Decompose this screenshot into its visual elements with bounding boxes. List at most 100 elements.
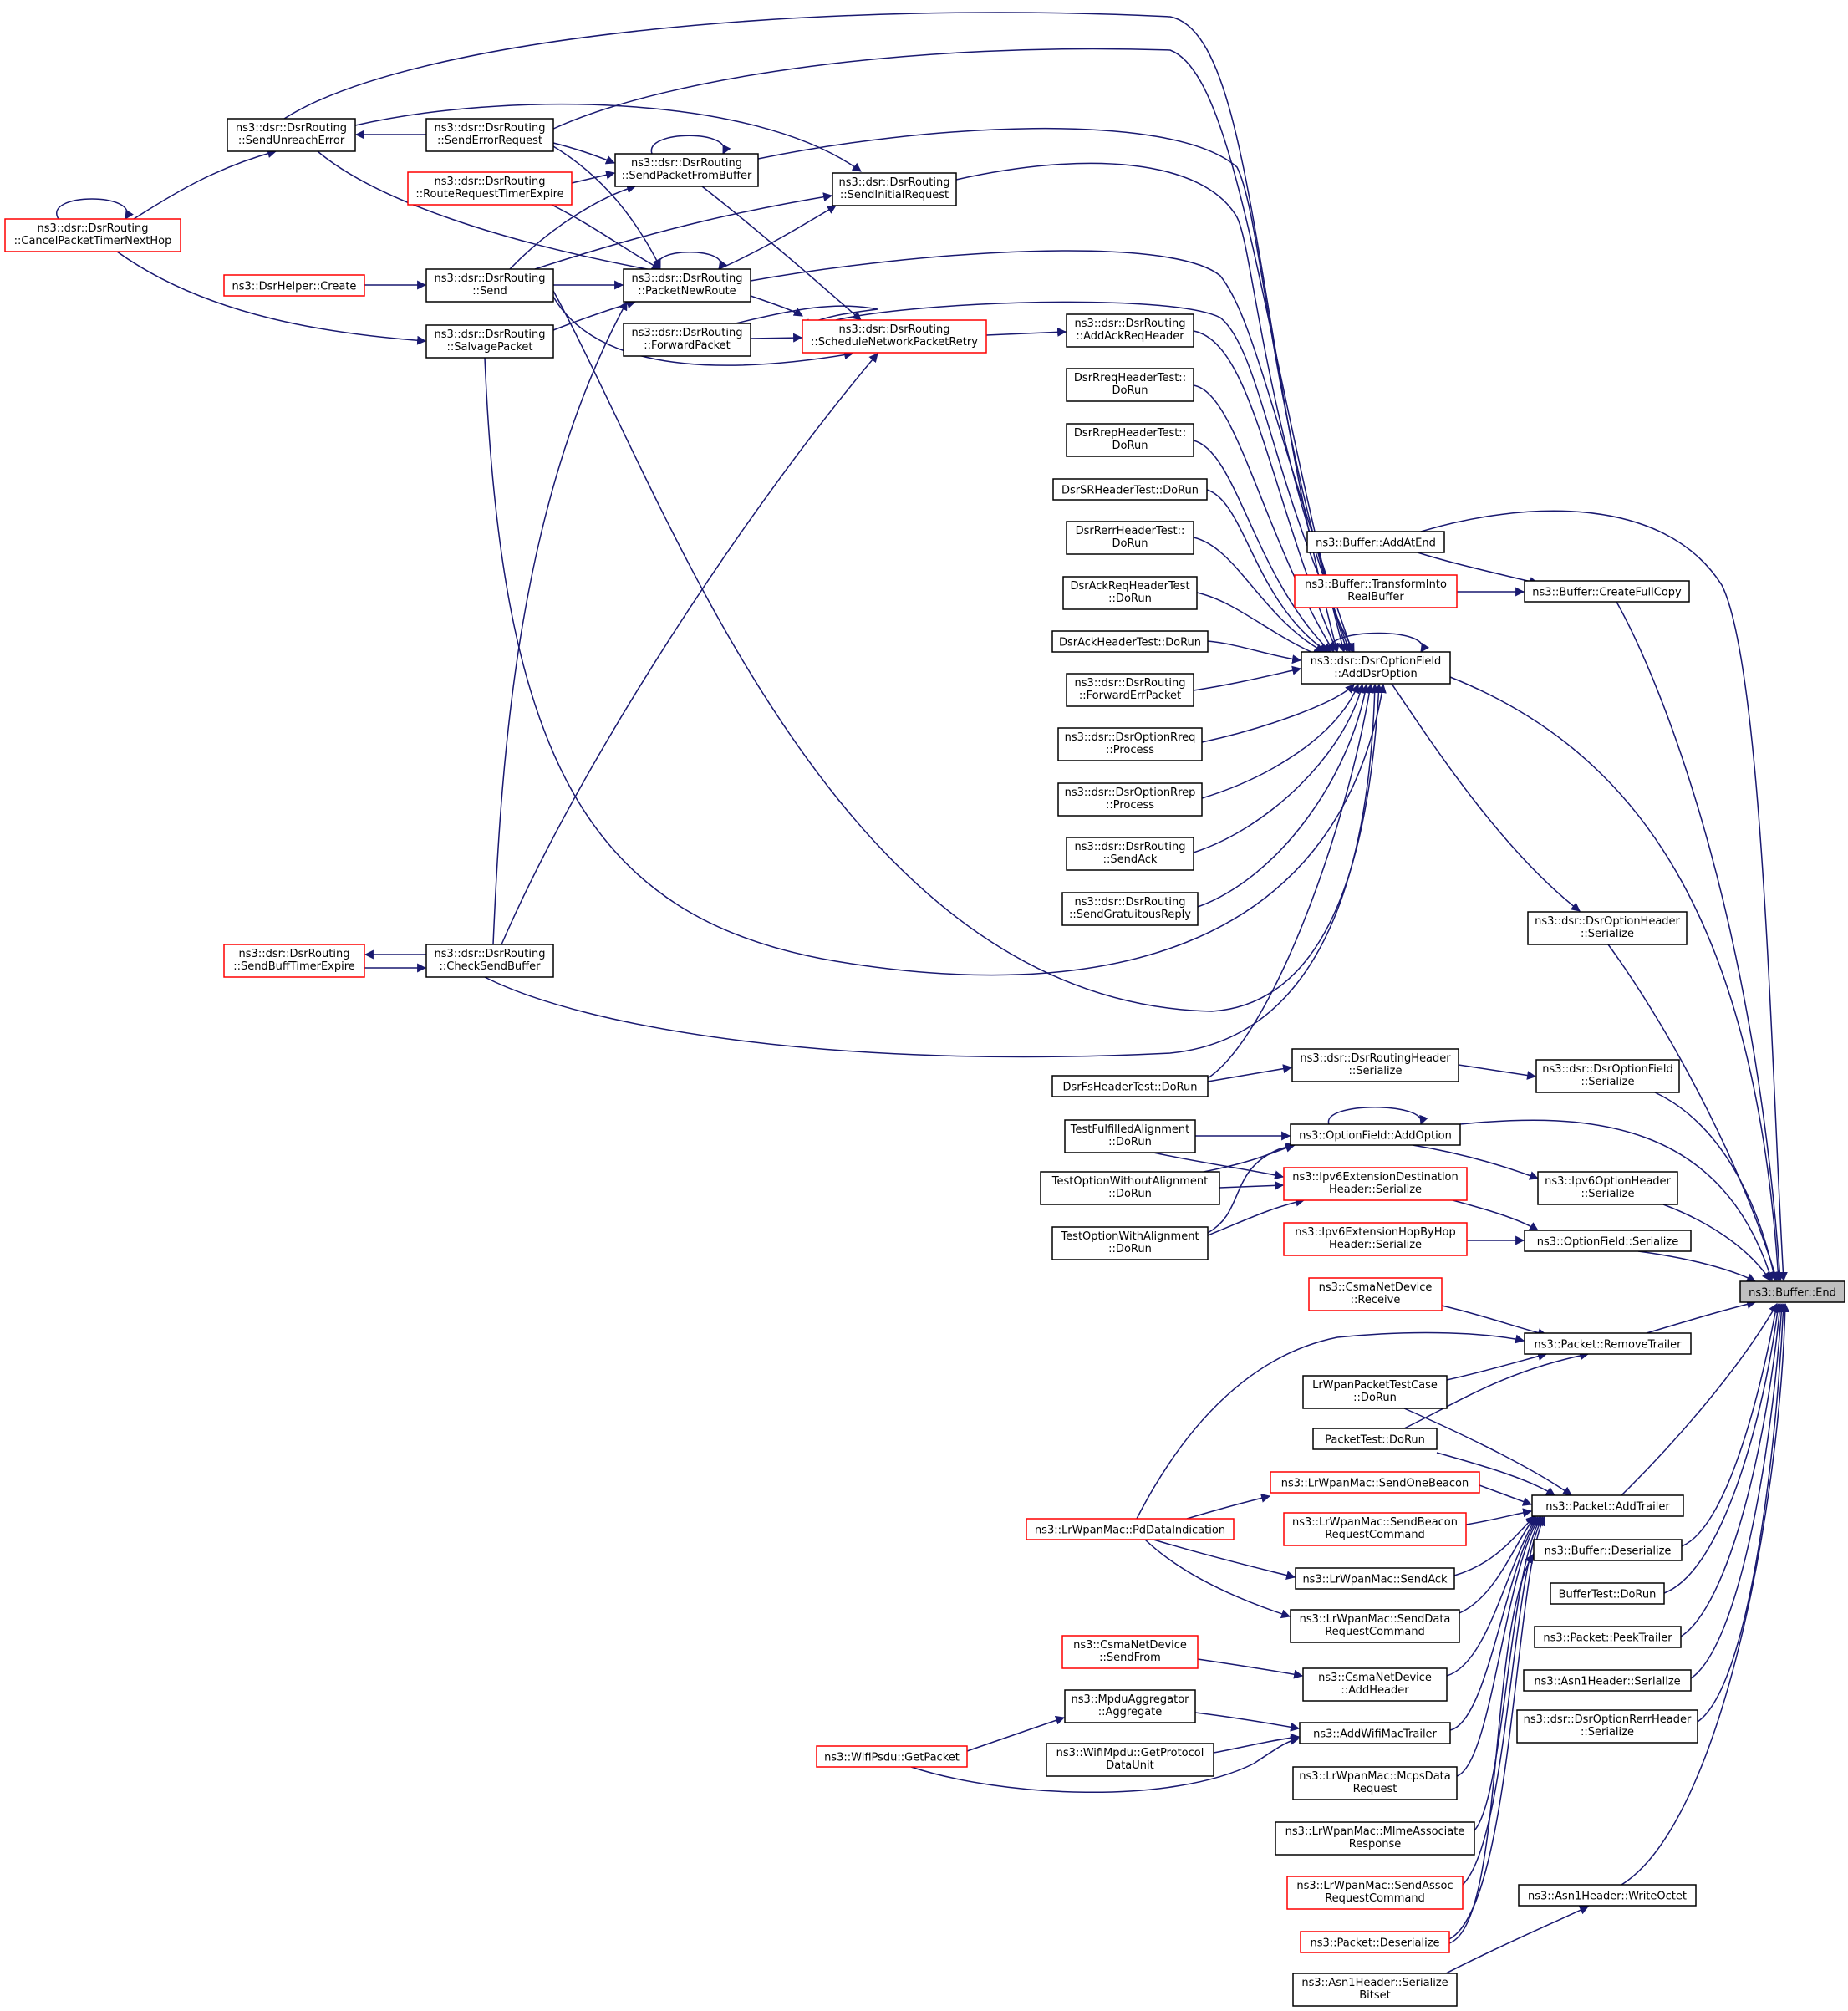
node-box bbox=[1066, 673, 1194, 707]
node-ipv6ExtDestSerialize[interactable]: ns3::Ipv6ExtensionDestinationHeader::Ser… bbox=[1283, 1167, 1468, 1201]
node-testOptionWithoutAlignment[interactable]: TestOptionWithoutAlignment::DoRun bbox=[1040, 1171, 1220, 1205]
node-addAtEnd[interactable]: ns3::Buffer::AddAtEnd bbox=[1306, 531, 1445, 553]
e-rreq-addDsr bbox=[1193, 384, 1335, 653]
node-packetDeserialize[interactable]: ns3::Packet::Deserialize bbox=[1300, 1931, 1450, 1953]
node-label: ::RouteRequestTimerExpire bbox=[415, 188, 563, 201]
e-testWithout-ipv6Dest bbox=[1219, 1180, 1285, 1190]
node-ipv6ExtHopByHopSerialize[interactable]: ns3::Ipv6ExtensionHopByHopHeader::Serial… bbox=[1283, 1222, 1468, 1256]
node-asn1WriteOctet[interactable]: ns3::Asn1Header::WriteOctet bbox=[1518, 1884, 1697, 1907]
node-box bbox=[223, 944, 365, 978]
node-label: ::Serialize bbox=[1581, 928, 1634, 940]
node-csmaAddHeader[interactable]: ns3::CsmaNetDevice::AddHeader bbox=[1302, 1667, 1448, 1702]
node-sendAck[interactable]: ns3::dsr::DsrRouting::SendAck bbox=[1066, 837, 1194, 871]
node-routeRequestTimerExpire[interactable]: ns3::dsr::DsrRouting::RouteRequestTimerE… bbox=[407, 171, 573, 206]
node-packetAddTrailer[interactable]: ns3::Packet::AddTrailer bbox=[1531, 1494, 1684, 1517]
node-dsrSRHeaderTest[interactable]: DsrSRHeaderTest::DoRun bbox=[1052, 478, 1208, 501]
node-label: Header::Serialize bbox=[1329, 1239, 1422, 1251]
node-box bbox=[425, 118, 554, 152]
node-send[interactable]: ns3::dsr::DsrRouting::Send bbox=[425, 268, 554, 303]
node-salvagePacket[interactable]: ns3::dsr::DsrRouting::SalvagePacket bbox=[425, 324, 554, 359]
node-dsrFsHeaderTest[interactable]: DsrFsHeaderTest::DoRun bbox=[1051, 1075, 1209, 1097]
node-csmaReceive[interactable]: ns3::CsmaNetDevice::Receive bbox=[1308, 1277, 1443, 1311]
node-box bbox=[425, 944, 554, 978]
node-checkSendBuffer[interactable]: ns3::dsr::DsrRouting::CheckSendBuffer bbox=[425, 944, 554, 978]
node-packetPeekTrailer[interactable]: ns3::Packet::PeekTrailer bbox=[1534, 1626, 1682, 1648]
node-label: ::AddAckReqHeader bbox=[1076, 330, 1184, 343]
node-dsrAckHeaderTest[interactable]: DsrAckHeaderTest::DoRun bbox=[1051, 630, 1209, 653]
node-sendErrorRequest[interactable]: ns3::dsr::DsrRouting::SendErrorRequest bbox=[425, 118, 554, 152]
node-dsrOptionFieldSerialize[interactable]: ns3::dsr::DsrOptionField::Serialize bbox=[1535, 1059, 1680, 1093]
node-mpduAggregate[interactable]: ns3::MpduAggregator::Aggregate bbox=[1064, 1689, 1196, 1723]
node-lrWpanPacketTestCase[interactable]: LrWpanPacketTestCase::DoRun bbox=[1302, 1375, 1448, 1409]
node-sendOneBeacon[interactable]: ns3::LrWpanMac::SendOneBeacon bbox=[1270, 1471, 1480, 1494]
node-dsrOptionRerrSerialize[interactable]: ns3::dsr::DsrOptionRerrHeader::Serialize bbox=[1516, 1709, 1698, 1744]
node-label: ns3::dsr::DsrOptionRrep bbox=[1065, 787, 1196, 799]
node-bufferDeserialize[interactable]: ns3::Buffer::Deserialize bbox=[1533, 1539, 1683, 1561]
node-root[interactable]: ns3::Buffer::End bbox=[1739, 1280, 1845, 1303]
node-dsrRerrHeaderTest[interactable]: DsrRerrHeaderTest::DoRun bbox=[1066, 521, 1194, 555]
node-ipv6OptionHeaderSerialize[interactable]: ns3::Ipv6OptionHeader::Serialize bbox=[1537, 1171, 1678, 1205]
node-sendGratuitousReply[interactable]: ns3::dsr::DsrRouting::SendGratuitousRepl… bbox=[1061, 892, 1199, 926]
node-addWifiMacTrailer[interactable]: ns3::AddWifiMacTrailer bbox=[1299, 1722, 1451, 1744]
node-bufferTest[interactable]: BufferTest::DoRun bbox=[1550, 1582, 1665, 1605]
node-testFulfilledAlignment[interactable]: TestFulfilledAlignment::DoRun bbox=[1064, 1119, 1196, 1153]
node-testOptionWithAlignment[interactable]: TestOptionWithAlignment::DoRun bbox=[1051, 1226, 1209, 1260]
node-label: DsrAckHeaderTest::DoRun bbox=[1059, 637, 1201, 649]
node-csmaSendFrom[interactable]: ns3::CsmaNetDevice::SendFrom bbox=[1061, 1635, 1199, 1669]
node-addDsrOption[interactable]: ns3::dsr::DsrOptionField::AddDsrOption bbox=[1301, 651, 1451, 685]
node-dsrRreqHeaderTest[interactable]: DsrRreqHeaderTest::DoRun bbox=[1066, 368, 1194, 402]
e-mpdu-addWifiMac bbox=[1194, 1712, 1301, 1732]
node-optionRrepProcess[interactable]: ns3::dsr::DsrOptionRrep::Process bbox=[1057, 782, 1203, 817]
node-addAckReqHeader[interactable]: ns3::dsr::DsrRouting::AddAckReqHeader bbox=[1066, 313, 1194, 348]
node-label: ::ForwardPacket bbox=[644, 339, 731, 352]
node-label: TestOptionWithoutAlignment bbox=[1051, 1175, 1208, 1188]
node-asn1HeaderSerialize[interactable]: ns3::Asn1Header::Serialize bbox=[1523, 1669, 1692, 1692]
node-forwardErrPacket[interactable]: ns3::dsr::DsrRouting::ForwardErrPacket bbox=[1066, 673, 1194, 707]
node-sendBuffTimerExpire[interactable]: ns3::dsr::DsrRouting::SendBuffTimerExpir… bbox=[223, 944, 365, 978]
node-label: DoRun bbox=[1112, 384, 1148, 397]
node-sendPacketFromBuffer[interactable]: ns3::dsr::DsrRouting::SendPacketFromBuff… bbox=[614, 153, 759, 187]
node-packetTest[interactable]: PacketTest::DoRun bbox=[1312, 1428, 1438, 1450]
node-sendInitialRequest[interactable]: ns3::dsr::DsrRouting::SendInitialRequest bbox=[832, 172, 957, 206]
node-box bbox=[1302, 1375, 1448, 1409]
node-packetRemoveTrailer[interactable]: ns3::Packet::RemoveTrailer bbox=[1524, 1332, 1692, 1355]
e-sendUnreach-addDsr bbox=[283, 12, 1340, 654]
node-label: ns3::Packet::Deserialize bbox=[1310, 1937, 1439, 1950]
e-fsTest-addDsrOption bbox=[1207, 683, 1374, 1079]
node-packetNewRoute[interactable]: ns3::dsr::DsrRouting::PacketNewRoute bbox=[623, 268, 751, 303]
node-box bbox=[832, 172, 957, 206]
node-label: ns3::dsr::DsrRouting bbox=[435, 272, 546, 285]
node-scheduleNetworkPacketRetry[interactable]: ns3::dsr::DsrRouting::ScheduleNetworkPac… bbox=[802, 319, 987, 354]
node-forwardPacket[interactable]: ns3::dsr::DsrRouting::ForwardPacket bbox=[623, 323, 751, 357]
node-label: DoRun bbox=[1112, 537, 1148, 550]
node-cancelPacketTimer[interactable]: ns3::dsr::DsrRouting::CancelPacketTimerN… bbox=[4, 218, 181, 252]
node-lrSendAck[interactable]: ns3::LrWpanMac::SendAck bbox=[1295, 1567, 1455, 1590]
node-label: ns3::WifiPsdu::GetPacket bbox=[824, 1752, 960, 1764]
node-dsrOptionHeaderSerialize[interactable]: ns3::dsr::DsrOptionHeader::Serialize bbox=[1527, 911, 1688, 945]
node-sendUnreachError[interactable]: ns3::dsr::DsrRouting::SendUnreachError bbox=[227, 118, 356, 152]
node-dsrHelperCreate[interactable]: ns3::DsrHelper::Create bbox=[223, 274, 365, 297]
node-dsrRoutingHeaderSerialize[interactable]: ns3::dsr::DsrRoutingHeader::Serialize bbox=[1291, 1048, 1459, 1082]
e-pktNewRoute-addDsr bbox=[750, 250, 1354, 654]
node-optionRreqProcess[interactable]: ns3::dsr::DsrOptionRreq::Process bbox=[1057, 727, 1203, 761]
node-optionFieldSerialize[interactable]: ns3::OptionField::Serialize bbox=[1524, 1230, 1692, 1252]
node-wifiPsduGetPacket[interactable]: ns3::WifiPsdu::GetPacket bbox=[816, 1745, 968, 1768]
node-pdDataIndication[interactable]: ns3::LrWpanMac::PdDataIndication bbox=[1026, 1518, 1235, 1540]
node-createFullCopy[interactable]: ns3::Buffer::CreateFullCopy bbox=[1524, 580, 1690, 603]
e-rtHdrSer-optFieldSer bbox=[1458, 1064, 1537, 1080]
e-sendErr-sendPktFromBuf bbox=[552, 142, 616, 165]
node-dsrAckReqHeaderTest[interactable]: DsrAckReqHeaderTest::DoRun bbox=[1062, 576, 1198, 610]
e-pdDataInd-sendOneBeacon bbox=[1186, 1493, 1271, 1520]
node-dsrRrepHeaderTest[interactable]: DsrRrepHeaderTest::DoRun bbox=[1066, 423, 1194, 457]
e-sendOneBeacon-addTrailer bbox=[1479, 1484, 1533, 1506]
node-label: ::AddDsrOption bbox=[1334, 668, 1417, 680]
node-optionFieldAddOption[interactable]: ns3::OptionField::AddOption bbox=[1290, 1123, 1461, 1146]
